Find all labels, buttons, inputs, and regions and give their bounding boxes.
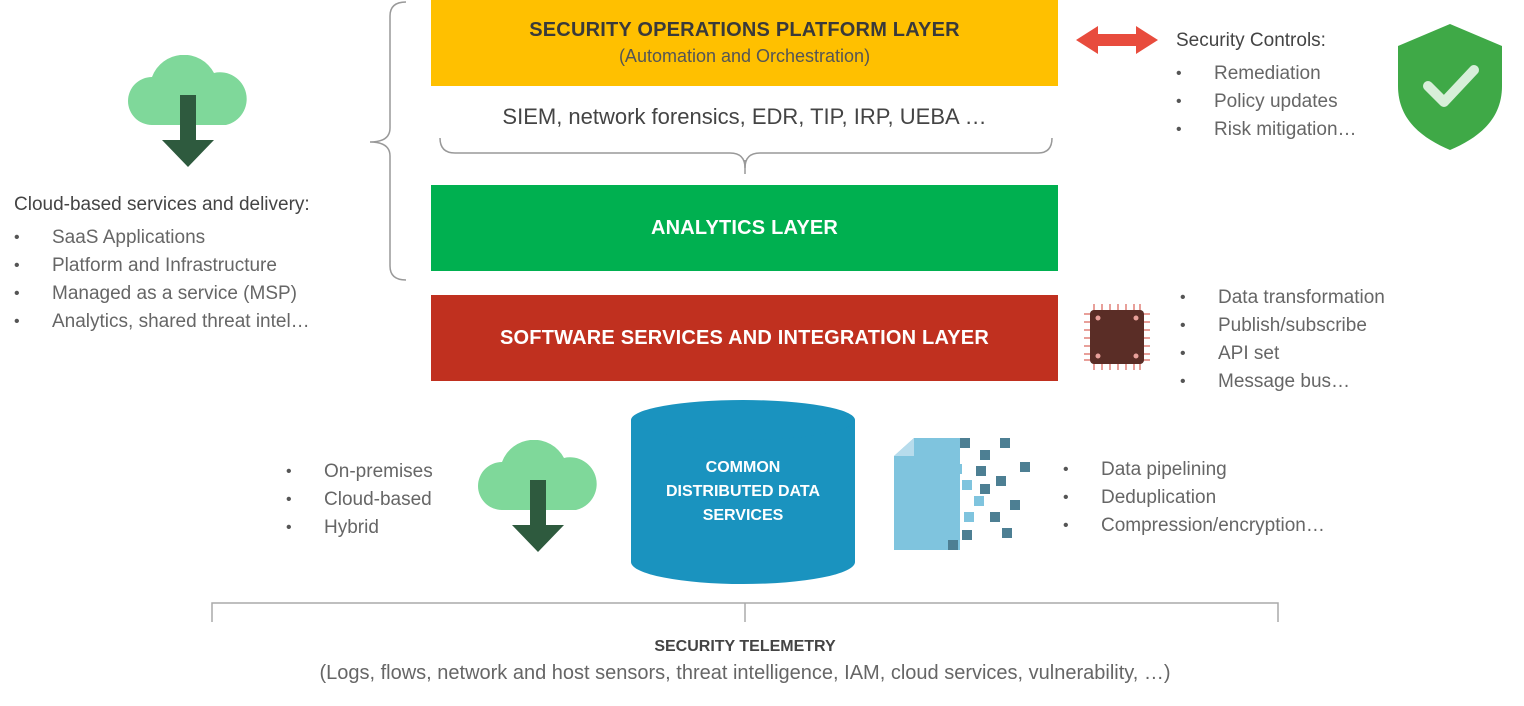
list-item: Hybrid bbox=[286, 514, 433, 542]
security-controls: Security Controls: Remediation Policy up… bbox=[1176, 30, 1357, 144]
chip-icon bbox=[1084, 304, 1150, 370]
list-item: Platform and Infrastructure bbox=[14, 252, 310, 280]
cloud-services-heading: Cloud-based services and delivery: bbox=[14, 194, 310, 215]
list-item: Risk mitigation… bbox=[1176, 116, 1357, 144]
list-item: Cloud-based bbox=[286, 486, 433, 514]
list-item: SaaS Applications bbox=[14, 224, 310, 252]
analytics-layer: ANALYTICS LAYER bbox=[431, 185, 1058, 271]
software-services-layer: SOFTWARE SERVICES AND INTEGRATION LAYER bbox=[431, 295, 1058, 381]
list-item: Compression/encryption… bbox=[1063, 512, 1325, 540]
list-item: Publish/subscribe bbox=[1180, 312, 1385, 340]
list-item: Data pipelining bbox=[1063, 456, 1325, 484]
data-services-label: COMMON DISTRIBUTED DATA SERVICES bbox=[628, 456, 858, 528]
list-item: Deduplication bbox=[1063, 484, 1325, 512]
security-operations-title: SECURITY OPERATIONS PLATFORM LAYER bbox=[529, 19, 960, 41]
data-services-line3: SERVICES bbox=[702, 507, 784, 524]
tools-line: SIEM, network forensics, EDR, TIP, IRP, … bbox=[502, 104, 987, 129]
telemetry-subtitle: (Logs, flows, network and host sensors, … bbox=[319, 662, 1171, 684]
security-controls-list: Remediation Policy updates Risk mitigati… bbox=[1176, 60, 1357, 144]
double-arrow-icon bbox=[1076, 26, 1158, 54]
integration-features-list: Data transformation Publish/subscribe AP… bbox=[1180, 284, 1385, 396]
deployment-list: On-premises Cloud-based Hybrid bbox=[286, 458, 433, 542]
tools-brace bbox=[439, 137, 1053, 169]
left-brace bbox=[369, 1, 407, 281]
list-item: On-premises bbox=[286, 458, 433, 486]
list-item: Message bus… bbox=[1180, 368, 1385, 396]
security-controls-heading: Security Controls: bbox=[1176, 30, 1326, 51]
cloud-download-icon bbox=[478, 440, 597, 552]
data-services-line2: DISTRIBUTED DATA bbox=[665, 483, 821, 500]
analytics-title: ANALYTICS LAYER bbox=[650, 216, 839, 239]
data-fragment-icon bbox=[894, 438, 1030, 550]
software-services-title: SOFTWARE SERVICES AND INTEGRATION LAYER bbox=[500, 326, 989, 349]
cloud-download-icon bbox=[128, 55, 247, 167]
security-operations-layer: SECURITY OPERATIONS PLATFORM LAYER (Auto… bbox=[431, 0, 1058, 86]
cloud-services-list: SaaS Applications Platform and Infrastru… bbox=[14, 224, 310, 336]
shield-check-icon bbox=[1398, 24, 1502, 150]
list-item: Policy updates bbox=[1176, 88, 1357, 116]
list-item: API set bbox=[1180, 340, 1385, 368]
data-services-line1: COMMON bbox=[705, 459, 781, 476]
list-item: Data transformation bbox=[1180, 284, 1385, 312]
telemetry-title: SECURITY TELEMETRY bbox=[654, 638, 836, 655]
list-item: Remediation bbox=[1176, 60, 1357, 88]
security-operations-subtitle: (Automation and Orchestration) bbox=[618, 46, 871, 66]
list-item: Analytics, shared threat intel… bbox=[14, 308, 310, 336]
list-item: Managed as a service (MSP) bbox=[14, 280, 310, 308]
data-processing-list: Data pipelining Deduplication Compressio… bbox=[1063, 456, 1325, 540]
cloud-services: Cloud-based services and delivery: SaaS … bbox=[14, 194, 310, 336]
data-services-cylinder bbox=[631, 400, 855, 584]
